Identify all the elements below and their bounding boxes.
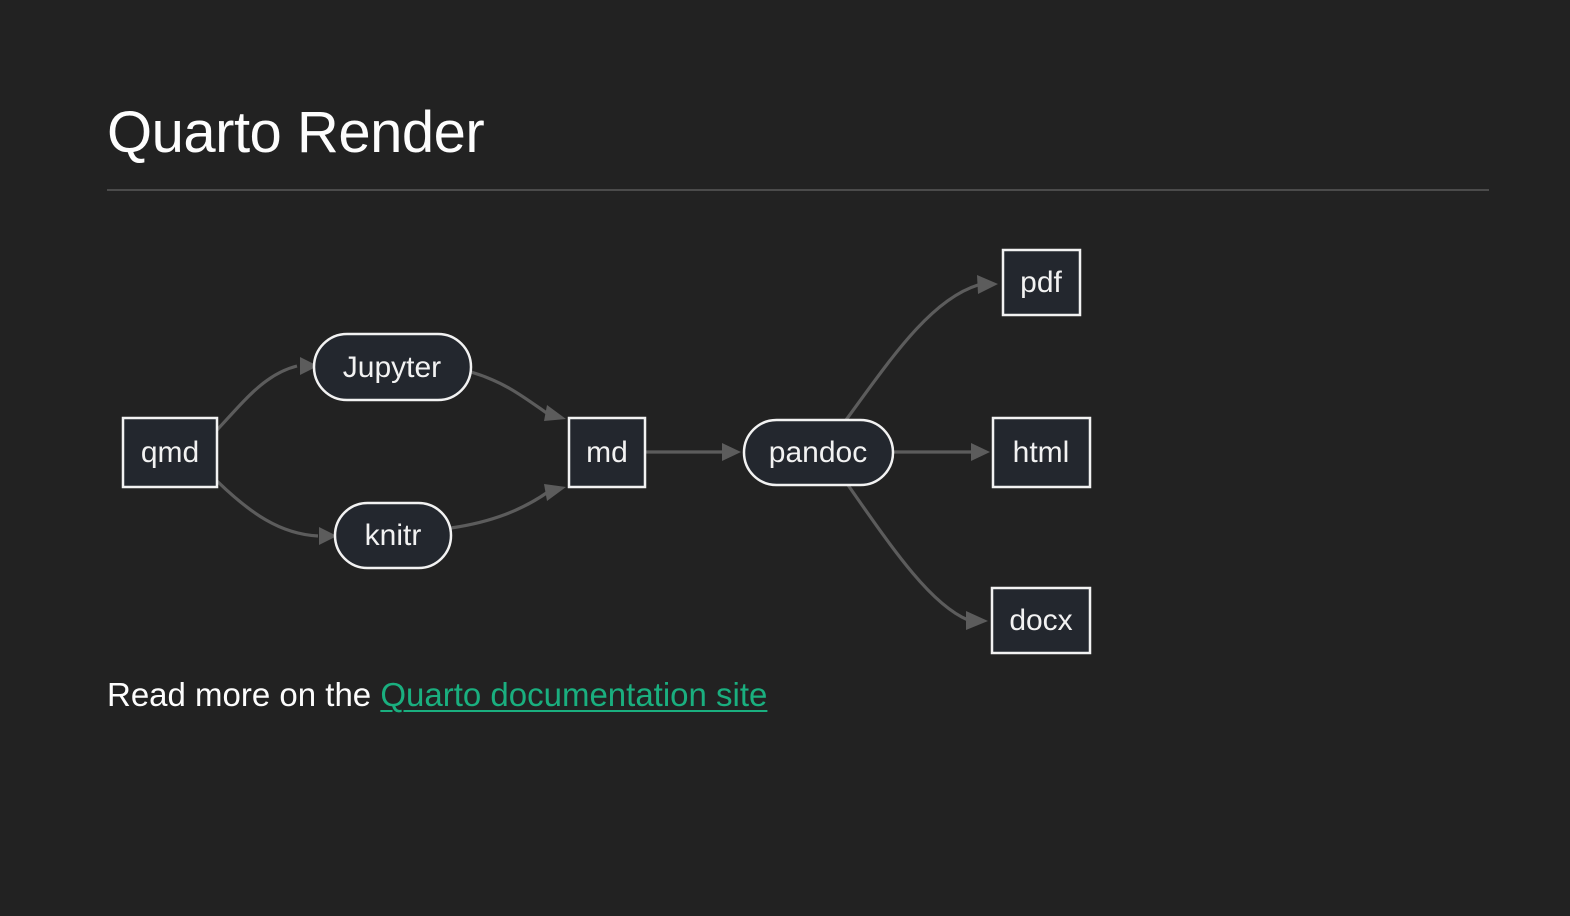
node-label-jupyter: Jupyter xyxy=(343,351,441,384)
edge-line xyxy=(846,484,969,622)
node-group: qmd Jupyter knitr md pandoc xyxy=(121,248,1092,655)
node-label-pandoc: pandoc xyxy=(769,436,867,469)
edge-arrowhead xyxy=(971,443,990,461)
edge-arrowhead xyxy=(319,527,337,545)
node-shape-stadium xyxy=(742,418,895,487)
edge-pandoc-pdf xyxy=(844,275,998,421)
edge-line xyxy=(215,479,319,538)
page-title: Quarto Render xyxy=(107,100,485,165)
edge-group xyxy=(215,275,998,630)
node-shape-rect xyxy=(567,416,647,489)
edge-line xyxy=(215,364,298,432)
node-html[interactable]: html xyxy=(991,416,1092,489)
node-shape-rect xyxy=(1001,248,1082,317)
edge-pandoc-docx xyxy=(846,484,988,630)
edge-line xyxy=(844,283,979,421)
node-knitr[interactable]: knitr xyxy=(333,501,453,570)
node-jupyter[interactable]: Jupyter xyxy=(312,332,473,402)
edge-knitr-md xyxy=(450,484,566,530)
edge-arrowhead xyxy=(300,357,318,375)
node-qmd[interactable]: qmd xyxy=(121,416,219,489)
edge-jupyter-md xyxy=(470,370,566,421)
node-shape-rect xyxy=(991,416,1092,489)
node-label-pdf: pdf xyxy=(1020,266,1062,299)
edge-arrowhead xyxy=(966,611,988,630)
title-divider xyxy=(107,189,1489,191)
node-shape-rect xyxy=(990,586,1092,655)
edge-arrowhead xyxy=(544,405,566,421)
edge-md-pandoc xyxy=(645,443,741,461)
node-pandoc[interactable]: pandoc xyxy=(742,418,895,487)
quarto-documentation-link[interactable]: Quarto documentation site xyxy=(380,676,768,713)
edge-line xyxy=(450,490,549,530)
edge-arrowhead xyxy=(977,275,998,294)
footer-lead-text: Read more on the xyxy=(107,676,381,713)
edge-line xyxy=(470,370,549,416)
node-docx[interactable]: docx xyxy=(990,586,1092,655)
node-label-qmd: qmd xyxy=(141,436,199,469)
node-shape-stadium xyxy=(312,332,473,402)
edge-qmd-knitr xyxy=(215,479,337,545)
edge-arrowhead xyxy=(544,484,566,501)
node-md[interactable]: md xyxy=(567,416,647,489)
node-shape-rect xyxy=(121,416,219,489)
node-label-html: html xyxy=(1013,436,1070,469)
node-label-knitr: knitr xyxy=(365,519,422,552)
footer-paragraph: Read more on the Quarto documentation si… xyxy=(107,674,767,715)
node-label-docx: docx xyxy=(1009,604,1072,637)
node-shape-stadium xyxy=(333,501,453,570)
node-label-md: md xyxy=(586,436,628,469)
edge-pandoc-html xyxy=(893,443,990,461)
edge-qmd-jupyter xyxy=(215,357,318,432)
edge-arrowhead xyxy=(722,443,741,461)
node-pdf[interactable]: pdf xyxy=(1001,248,1082,317)
